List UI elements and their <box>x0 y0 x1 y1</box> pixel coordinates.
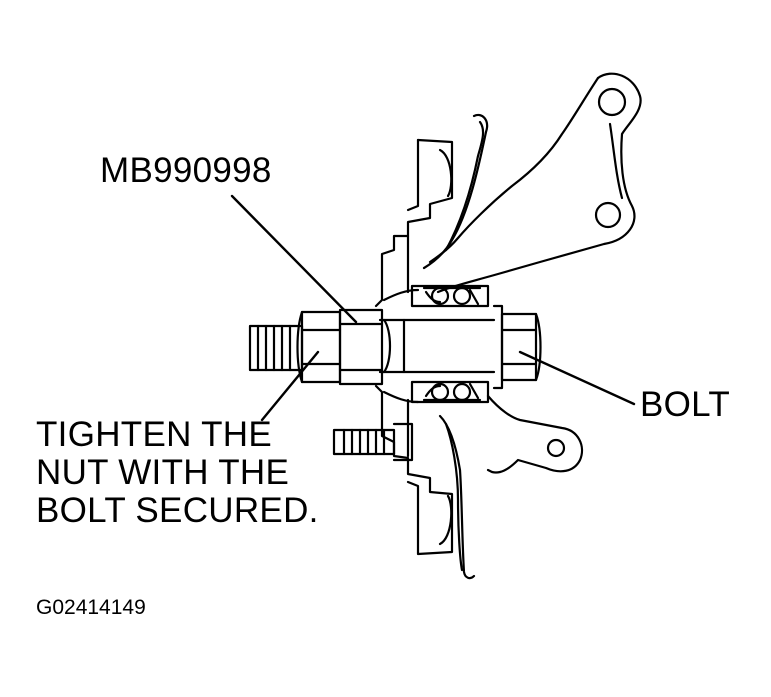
nut-leader-line <box>260 350 320 422</box>
upper-bearing <box>410 284 490 308</box>
instruction-line-3: BOLT SECURED. <box>36 491 319 530</box>
leader-lines <box>230 194 636 422</box>
lower-arm <box>486 394 584 474</box>
lower-bearing <box>410 380 490 404</box>
wheel-stud <box>332 422 414 462</box>
instruction-line-2: NUT WITH THE <box>36 453 290 492</box>
rotor-flange <box>374 138 454 556</box>
tool-number-label: MB990998 <box>100 151 272 190</box>
knuckle-arm <box>428 72 642 294</box>
tool-leader-line <box>230 194 358 324</box>
figure-id: G02414149 <box>36 596 146 619</box>
left-nut <box>248 310 342 384</box>
instruction-line-1: TIGHTEN THE <box>36 415 272 454</box>
tool-sleeve <box>338 308 384 386</box>
bolt-head <box>492 304 542 390</box>
bolt-leader-line <box>518 350 636 406</box>
dust-shield <box>422 113 489 580</box>
shaft <box>378 318 496 374</box>
bolt-label: BOLT <box>640 385 731 424</box>
